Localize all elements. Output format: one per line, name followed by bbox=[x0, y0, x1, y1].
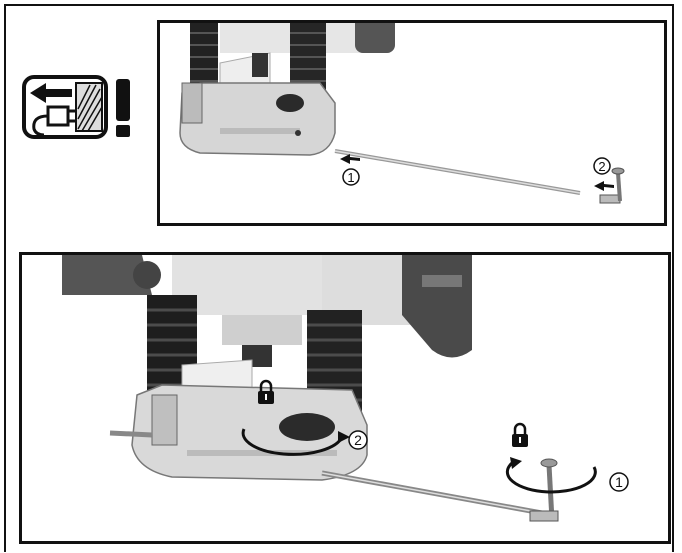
router-illustration-top: 1 2 bbox=[179, 23, 625, 204]
unplug-warning bbox=[22, 75, 142, 141]
step-1-label: 1 bbox=[347, 170, 354, 185]
step-2-label: 2 bbox=[598, 159, 605, 174]
bottom-illustration-panel: 2 1 bbox=[19, 252, 671, 544]
page-frame bbox=[4, 4, 674, 552]
exclamation-icon bbox=[116, 79, 130, 137]
step-1-label: 1 bbox=[615, 474, 623, 490]
top-illustration-panel: 1 2 bbox=[157, 20, 667, 226]
router-illustration-bottom: 2 1 bbox=[62, 255, 629, 522]
step-2-label: 2 bbox=[354, 432, 362, 448]
lock-icon bbox=[512, 422, 528, 447]
lock-icon bbox=[258, 379, 274, 404]
unplug-warning-icon bbox=[22, 75, 130, 139]
